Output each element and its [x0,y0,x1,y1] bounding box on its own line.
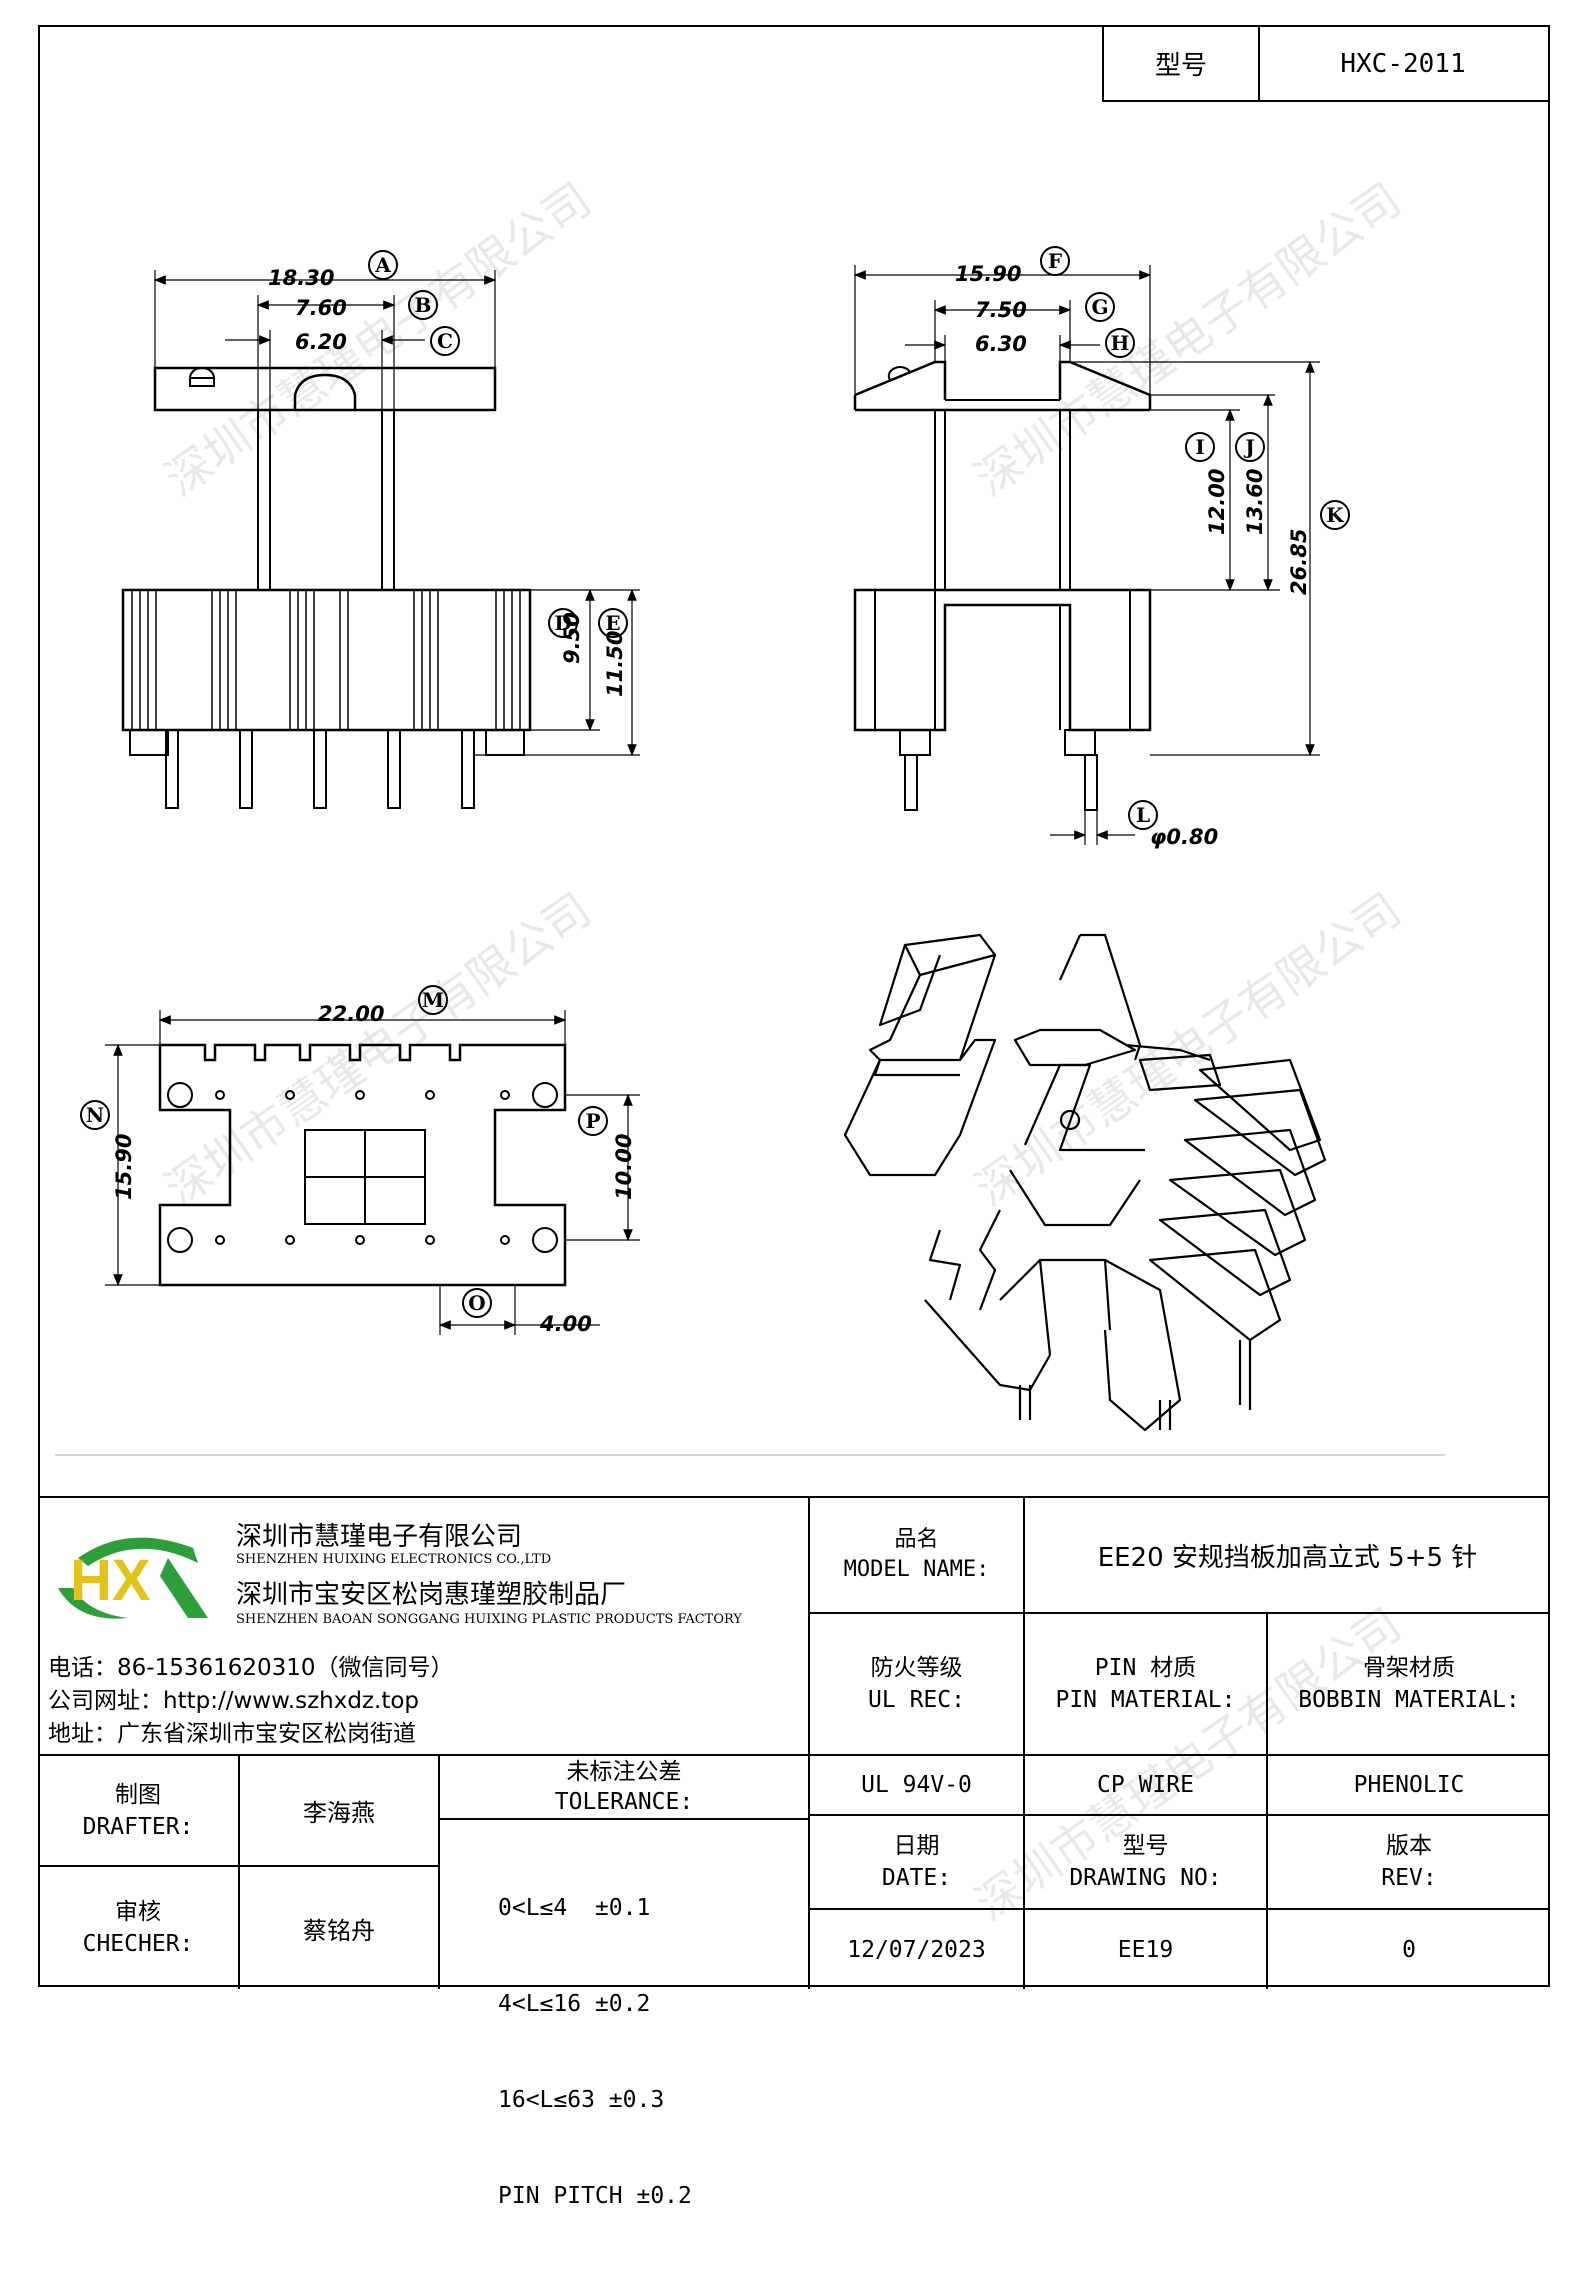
rev-label: 版本 REV: [1268,1816,1550,1908]
side-view [853,265,1320,845]
dim-n-label: N [80,1100,110,1130]
dim-e-value: 11.50 [603,630,627,697]
dim-a-label: A [368,250,398,280]
company-name-cn: 深圳市慧瑾电子有限公司 [236,1522,523,1552]
drafter-label-cn: 制图 [115,1781,161,1808]
drawing-no-value: EE19 [1117,1936,1174,1963]
tolerance-label-en: TOLERANCE: [554,1789,694,1815]
dim-k-label: K [1320,500,1350,530]
ul-rec-label-cn: 防火等级 [870,1655,963,1681]
bobbin-material-value: PHENOLIC [1353,1772,1465,1798]
logo-letter-h: HX [70,1548,151,1613]
dim-o-value: 4.00 [540,1312,592,1336]
dim-c-label: C [430,326,460,356]
model-name-value: EE20 安规挡板加高立式 5+5 针 [1097,1542,1478,1573]
dim-a-value: 18.30 [268,266,335,290]
bobbin-material-label-en: BOBBIN MATERIAL: [1298,1687,1520,1713]
dim-m-label: M [418,985,448,1015]
checker-label-cn: 审核 [115,1899,161,1925]
technical-drawing [55,265,1445,1456]
date-label: 日期 DATE: [810,1816,1023,1908]
bobbin-material-label: 骨架材质 BOBBIN MATERIAL: [1268,1614,1550,1754]
dim-p-label: P [578,1106,608,1136]
bobbin-material-label-cn: 骨架材质 [1363,1655,1455,1681]
drawing-no-label-cn: 型号 [1122,1833,1169,1859]
tolerance-line: 4<L≤16 ±0.2 [498,1991,651,2017]
dim-k-value: 26.85 [1287,528,1311,595]
rev-value: 0 [1402,1936,1416,1963]
dim-n-value: 15.90 [112,1133,136,1200]
ul-rec-label-en: UL REC: [868,1687,965,1713]
drawing-no-label-en: DRAWING NO: [1069,1865,1222,1891]
company-name-en: SHENZHEN HUIXING ELECTRONICS CO.,LTD [236,1552,552,1567]
front-view [121,270,640,809]
dim-d-value: 9.50 [560,612,584,664]
company-phone: 电话：86-15361620310（微信同号） [48,1655,454,1681]
model-name-label-en: MODEL NAME: [843,1557,990,1582]
model-name-label-cn: 品名 [894,1527,939,1552]
drawing-no-label: 型号 DRAWING NO: [1025,1816,1266,1908]
dim-h-label: H [1105,328,1135,358]
tolerance-label-cn: 未标注公差 [566,1759,682,1785]
company-logo: HX [48,1518,218,1628]
ul-rec-label: 防火等级 UL REC: [810,1614,1023,1754]
dim-h-value: 6.30 [975,332,1027,356]
dim-i-label: I [1185,432,1215,462]
date-label-en: DATE: [881,1865,952,1891]
dim-m-value: 22.00 [318,1002,385,1026]
dim-i-value: 12.00 [1205,468,1229,535]
dim-d-label: D [548,608,578,638]
dim-g-label: G [1085,292,1115,322]
dim-j-value: 13.60 [1243,468,1267,535]
dim-f-label: F [1040,246,1070,276]
model-name-label: 品名 MODEL NAME: [810,1498,1023,1612]
tolerance-line: 16<L≤63 ±0.3 [498,2087,665,2113]
company-website[interactable]: 公司网址：http://www.szhxdz.top [48,1688,420,1714]
drawing-frame [38,25,1550,1987]
tolerance-label: 未标注公差 TOLERANCE: [440,1756,808,1818]
bottom-view [105,1010,640,1335]
pin-material-value: CP WIRE [1097,1772,1194,1798]
drafter-label: 制图 DRAFTER: [38,1756,238,1865]
tolerance-line: PIN PITCH ±0.2 [498,2183,692,2209]
date-value: 12/07/2023 [847,1936,986,1963]
title-block: HX 深圳市慧瑾电子有限公司 SHENZHEN HUIXING ELECTRON… [38,1496,1550,2209]
rev-label-en: REV: [1381,1865,1437,1891]
checker-label-en: CHECHER: [82,1931,194,1957]
dim-f-value: 15.90 [955,262,1022,286]
header-model-value: HXC-2011 [1258,25,1550,102]
factory-name-cn: 深圳市宝安区松岗惠瑾塑胶制品厂 [236,1580,627,1610]
dim-p-value: 10.00 [612,1133,636,1200]
ul-rec-value: UL 94V-0 [861,1772,972,1798]
dim-g-value: 7.50 [975,298,1027,322]
dim-l-value: φ0.80 [1150,825,1219,849]
dim-j-label: J [1235,432,1265,462]
factory-name-en: SHENZHEN BAOAN SONGGANG HUIXING PLASTIC … [236,1612,742,1627]
dim-b-value: 7.60 [295,296,347,320]
pin-material-label-en: PIN MATERIAL: [1055,1687,1236,1713]
header-model-label: 型号 [1102,25,1260,102]
checker-label: 审核 CHECHER: [38,1867,238,1989]
dim-e-label: E [598,608,628,638]
dim-b-label: B [408,290,438,320]
dim-c-value: 6.20 [295,330,347,354]
rev-label-cn: 版本 [1386,1833,1432,1859]
tolerance-line: 0<L≤4 ±0.1 [498,1895,651,1921]
drafter-value: 李海燕 [303,1799,375,1827]
drafter-label-en: DRAFTER: [82,1813,194,1840]
company-address: 地址：广东省深圳市宝安区松岗街道 [48,1721,416,1747]
pin-material-label: PIN 材质 PIN MATERIAL: [1025,1614,1266,1754]
dim-o-label: O [462,1288,492,1318]
date-label-cn: 日期 [893,1833,940,1859]
checker-value: 蔡铭舟 [303,1916,375,1945]
isometric-view [843,933,1327,1432]
dim-l-label: L [1128,800,1158,830]
tolerance-list: 0<L≤4 ±0.1 4<L≤16 ±0.2 16<L≤63 ±0.3 PIN … [498,1828,692,2276]
pin-material-label-cn: PIN 材质 [1094,1655,1197,1681]
